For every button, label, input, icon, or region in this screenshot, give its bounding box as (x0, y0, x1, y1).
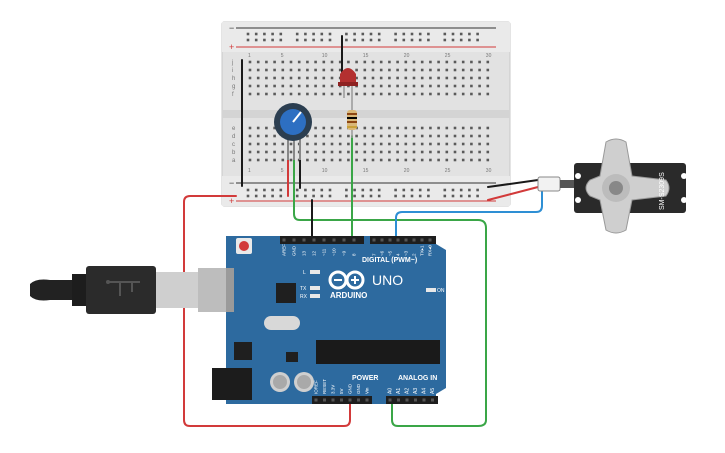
bb-plus-top: + (229, 42, 234, 52)
bb-row-letter: c (232, 142, 235, 148)
bb-col-number: 10 (322, 53, 328, 59)
wire-a0-green (293, 157, 487, 427)
bb-row-letter: b (232, 150, 236, 156)
led-l-label: L (303, 270, 306, 276)
power-pin-label: 5V (339, 388, 344, 394)
bb-col-number: 15 (363, 53, 369, 59)
power-pin-label: 3.3V (331, 385, 336, 394)
digital-pin-label: 8 (352, 253, 357, 256)
analog-pin-label: A1 (396, 388, 402, 394)
power-pin-label: Vin (365, 387, 370, 394)
arduino-uno: ARDUINO UNO DIGITAL (PWM~) POWER ANALOG … (212, 236, 446, 404)
wires (183, 35, 543, 427)
led-on-label: ON (437, 288, 445, 294)
board-model: UNO (372, 272, 403, 288)
bb-row-letter: j (231, 60, 233, 66)
digital-pin-label: 7 (372, 253, 377, 256)
analog-pin-label: A5 (430, 388, 436, 394)
servo-model: SM-S2309S (659, 172, 666, 210)
resistor (347, 104, 357, 138)
servo: SM-S2309S (537, 138, 687, 234)
bb-col-number: 5 (281, 168, 284, 174)
wire-servo-blue (395, 187, 543, 237)
power-label: POWER (352, 375, 378, 382)
digital-pin-label: 2 (412, 253, 417, 256)
led (338, 68, 358, 104)
digital-pin-label: RX◂0 (428, 244, 433, 256)
wire-servo-black (487, 179, 539, 188)
bb-row-letter: e (232, 126, 236, 132)
bb-col-number: 1 (248, 168, 251, 174)
bb-col-number: 10 (322, 168, 328, 174)
bb-row-letter: h (232, 76, 235, 82)
analog-label: ANALOG IN (398, 375, 437, 382)
bb-row-letter: i (232, 68, 233, 74)
arduino-logo (328, 270, 365, 290)
power-pin-label: RESET (322, 379, 327, 394)
potentiometer (274, 103, 312, 160)
bb-row-letter: f (232, 92, 234, 98)
digital-pin-label: AREF (282, 244, 287, 256)
digital-pin-label: ~5 (388, 250, 393, 256)
usb-cable (30, 266, 232, 314)
digital-label: DIGITAL (PWM~) (362, 257, 417, 264)
bb-col-number: 25 (445, 168, 451, 174)
bb-minus-top: − (229, 23, 234, 33)
bb-minus-bottom: − (229, 178, 234, 188)
analog-pin-label: A0 (388, 388, 394, 394)
digital-pin-label: ~11 (322, 248, 327, 256)
led-tx-label: TX (300, 286, 307, 292)
bb-row-letter: a (232, 158, 236, 164)
bb-col-number: 30 (486, 168, 492, 174)
bb-col-number: 1 (248, 53, 251, 59)
bb-row-letter: g (232, 84, 235, 90)
led-rx-label: RX (300, 294, 308, 300)
bb-col-number: 5 (281, 53, 284, 59)
digital-pin-label: ~9 (342, 250, 347, 256)
digital-pin-label: GND (292, 245, 297, 256)
analog-pin-label: A3 (413, 388, 419, 394)
digital-pin-label: ~10 (332, 248, 337, 256)
bb-row-letter: d (232, 134, 235, 140)
bb-col-number: 30 (486, 53, 492, 59)
digital-pin-label: 4 (396, 253, 401, 256)
wire-5v-red (183, 195, 351, 427)
analog-pin-label: A4 (422, 388, 428, 394)
wire-servo-red (487, 186, 539, 201)
bb-col-number: 25 (445, 53, 451, 59)
power-pin-label: GND (356, 383, 361, 394)
power-pin-label: IOREF (314, 380, 319, 394)
board-brand: ARDUINO (330, 291, 367, 300)
digital-pin-label: ~6 (380, 250, 385, 256)
power-pin-label: GND (348, 383, 353, 394)
digital-pin-label: ~3 (404, 250, 409, 256)
bb-plus-bottom: + (229, 196, 234, 206)
digital-pin-label: TX▸1 (420, 245, 425, 256)
bb-col-number: 15 (363, 168, 369, 174)
bb-col-number: 20 (404, 168, 410, 174)
bb-col-number: 20 (404, 53, 410, 59)
digital-pin-label: 12 (312, 250, 317, 256)
analog-pin-label: A2 (405, 388, 411, 394)
digital-pin-label: 13 (302, 250, 307, 256)
